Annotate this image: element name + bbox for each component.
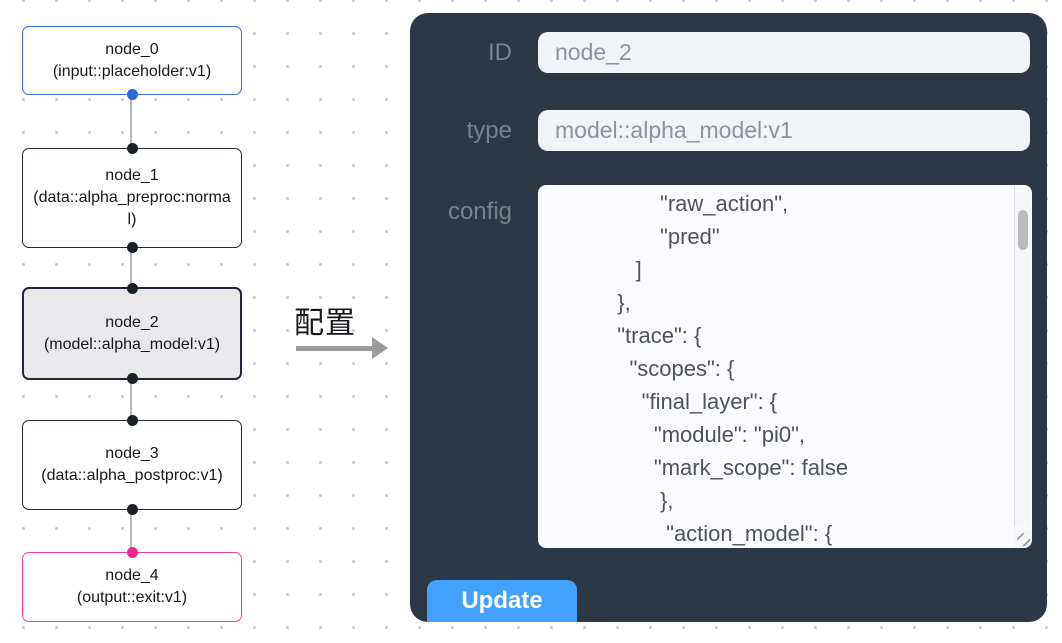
- source-port-dot[interactable]: [126, 89, 138, 100]
- flow-node-node3[interactable]: node_3 (data::alpha_postproc:v1): [22, 415, 242, 515]
- node-title: node_3: [105, 445, 159, 462]
- config-json-textarea[interactable]: "raw_action", "pred" ] }, "trace": { "sc…: [538, 185, 1032, 548]
- edge-node3-node4: [130, 510, 132, 552]
- right-arrow-icon: [296, 346, 372, 351]
- node-title: node_1: [105, 167, 159, 184]
- node-type-label: (model::alpha_model:v1): [43, 335, 221, 353]
- edge-node0-node1: [130, 95, 132, 148]
- target-port-dot[interactable]: [126, 283, 138, 294]
- flow-node-node4[interactable]: node_4 (output::exit:v1): [22, 547, 242, 622]
- config-field-label: config: [447, 198, 512, 225]
- node-type-label: (data::alpha_postproc:v1): [41, 467, 223, 484]
- node-config-panel: ID type config "raw_action", "pred" ] },…: [410, 13, 1047, 622]
- target-port-dot[interactable]: [126, 547, 138, 558]
- configure-annotation-text: 配置: [294, 307, 356, 340]
- edge-node2-node3: [130, 380, 132, 420]
- node-type-label: (data::alpha_preproc:normal): [33, 189, 231, 228]
- textarea-resize-handle-icon[interactable]: [1014, 530, 1032, 548]
- type-field-label: type: [466, 117, 512, 144]
- source-port-dot[interactable]: [126, 242, 138, 253]
- node-title: node_4: [105, 567, 159, 584]
- right-arrow-head-icon: [372, 337, 388, 359]
- node-title: node_0: [105, 40, 159, 58]
- node-title: node_2: [105, 313, 159, 331]
- config-scrollbar-thumb[interactable]: [1018, 210, 1028, 250]
- flow-node-node2-selected[interactable]: node_2 (model::alpha_model:v1): [22, 283, 242, 384]
- target-port-dot[interactable]: [126, 143, 138, 154]
- node-type-label: (output::exit:v1): [76, 589, 188, 606]
- id-field-label: ID: [488, 39, 512, 66]
- source-port-dot[interactable]: [126, 504, 138, 515]
- source-port-dot[interactable]: [126, 373, 138, 384]
- resize-grip-lines: [1017, 533, 1030, 546]
- edge-node1-node2: [130, 248, 132, 287]
- config-scrollbar-track[interactable]: [1014, 186, 1031, 527]
- flow-node-node1[interactable]: node_1 (data::alpha_preproc:normal): [22, 143, 242, 253]
- update-button[interactable]: Update: [427, 580, 577, 622]
- target-port-dot[interactable]: [126, 415, 138, 426]
- node-type-label: (input::placeholder:v1): [52, 62, 212, 80]
- id-input[interactable]: [538, 32, 1030, 73]
- type-input[interactable]: [538, 110, 1030, 151]
- flow-node-node0[interactable]: node_0 (input::placeholder:v1): [22, 26, 242, 100]
